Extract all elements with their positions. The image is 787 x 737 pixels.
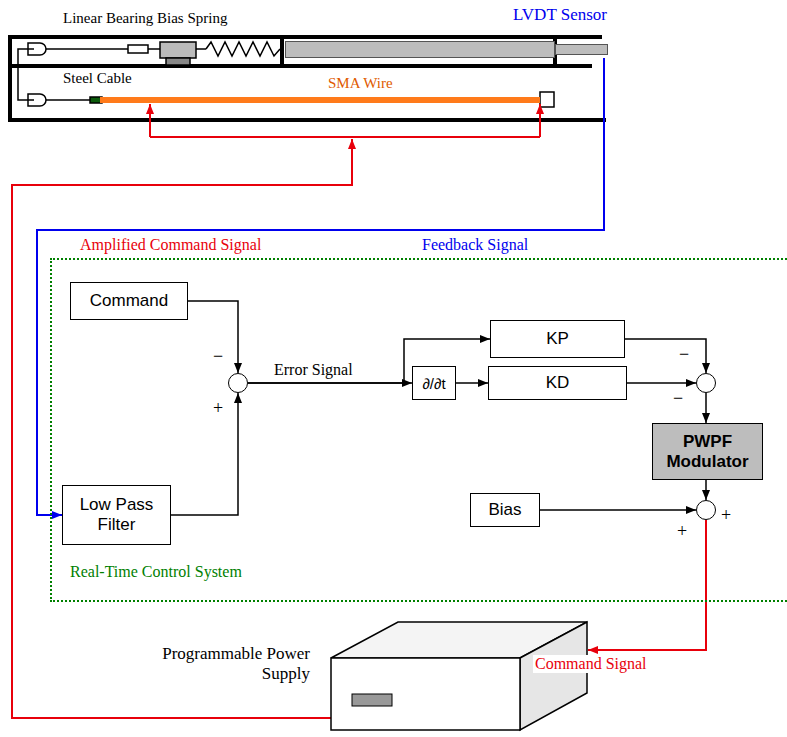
signal-label: Amplified Command Signal [78, 236, 263, 254]
signal-connector [540, 510, 696, 511]
frame-plate [280, 37, 284, 66]
signal-connector [188, 301, 238, 373]
gain-block: KD [488, 366, 627, 400]
modulator-block: PWPF Modulator [652, 423, 763, 480]
connector-line [37, 58, 604, 515]
supply-front [331, 658, 520, 730]
signal-connector [706, 480, 707, 500]
frame-rail [8, 64, 592, 68]
connector-line [12, 139, 352, 718]
signal-connector [588, 520, 706, 650]
steel-cable [18, 49, 34, 100]
command-block: Command [70, 282, 188, 320]
control-region: Real-Time Control SystemCommand−+KP∂/∂tK… [50, 258, 787, 602]
signal-connector [627, 383, 696, 384]
supply-display [352, 694, 392, 706]
shaft [196, 48, 206, 50]
gain-block: KP [490, 320, 625, 358]
block-label: PWPF Modulator [653, 432, 762, 472]
supply-side [520, 622, 587, 730]
sign-label: − [673, 388, 683, 409]
signal-connector [625, 339, 706, 373]
signal-label: Feedback Signal [420, 236, 530, 254]
connector-line [705, 480, 707, 500]
lvdt-body [285, 41, 555, 58]
sign-label: + [721, 505, 731, 526]
connector-line [248, 382, 412, 384]
signal-label: Error Signal [272, 361, 355, 379]
connector-line [149, 104, 151, 137]
signal-label: Command Signal [533, 655, 649, 673]
linear-bearing [160, 42, 196, 58]
derivative-block: ∂/∂t [412, 366, 456, 400]
block-label: KD [540, 373, 576, 393]
bias-block: Bias [470, 493, 540, 527]
signal-connector [248, 383, 412, 384]
wire-anchor [540, 92, 554, 107]
shaft-collar [128, 45, 148, 53]
signal-connector [37, 58, 604, 515]
frame-rail [8, 35, 602, 39]
part-label: Bias Spring [157, 10, 227, 27]
filter-block: Low Pass Filter [62, 485, 171, 545]
sign-label: − [213, 346, 223, 367]
summing-junction: −+ [228, 373, 248, 393]
summing-junction: ++ [696, 500, 716, 520]
block-label: Bias [482, 500, 527, 520]
sign-label: − [679, 344, 689, 365]
power-supply-drawing [330, 618, 588, 733]
part-label: Steel Cable [63, 70, 132, 87]
sign-label: + [213, 398, 223, 419]
connector-line [705, 393, 707, 423]
connector-line [188, 301, 238, 373]
connector-line [540, 509, 696, 511]
summing-junction: −− [696, 373, 716, 393]
frame-post [8, 35, 12, 122]
block-label: Command [84, 291, 174, 311]
connector-line [588, 520, 706, 650]
sma-wire: SMA Wire [100, 97, 540, 103]
bias-spring [206, 42, 280, 56]
steel-cable [46, 99, 90, 101]
lvdt-sensor: LVDT Sensor [285, 41, 608, 58]
block-label: Low Pass Filter [63, 495, 170, 535]
signal-connector [171, 393, 238, 515]
sign-label: + [677, 521, 687, 542]
power-supply: Programmable Power Supply [330, 618, 588, 733]
part-label: SMA Wire [328, 75, 393, 92]
lvdt-rod [555, 44, 608, 55]
frame-rail [8, 118, 606, 122]
part-label: Programmable Power Supply [145, 644, 310, 683]
connector-line [456, 382, 488, 384]
connector-line [171, 393, 238, 515]
signal-connector [456, 383, 488, 384]
block-label: ∂/∂t [416, 375, 451, 392]
part-label: LVDT Sensor [513, 5, 607, 25]
connector-line [625, 339, 706, 373]
part-label: Linear Bearing [63, 10, 153, 27]
part-label: Real-Time Control System [70, 563, 242, 581]
block-label: KP [540, 329, 575, 349]
bearing-base [166, 58, 190, 65]
signal-connector [706, 393, 707, 423]
connector-line [539, 104, 541, 137]
connector-line [150, 136, 540, 138]
connector-line [627, 382, 696, 384]
